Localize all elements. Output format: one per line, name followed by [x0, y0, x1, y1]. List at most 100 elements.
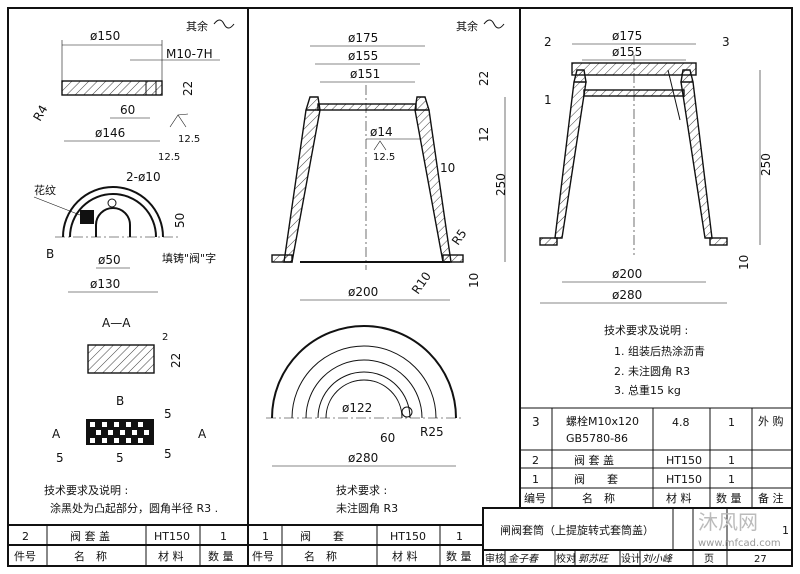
drawing-line [373, 140, 387, 151]
drawing-text: 数 量 [208, 550, 234, 563]
dim-5b: 5 [116, 451, 124, 465]
dim-h22-mid: 22 [477, 71, 491, 86]
drawing-line [33, 196, 81, 216]
dim-d14: ø14 [370, 125, 393, 139]
left-notes-line1: 涂黑处为凸起部分，圆角半径 R3 . [50, 501, 218, 515]
drawing-line [108, 430, 113, 435]
drawing-line [126, 422, 131, 427]
detail-b: B A A 5 5 5 5 [52, 394, 207, 465]
drawing-line [96, 430, 101, 435]
drawing-text: 材 料 [158, 549, 184, 563]
drawing-line [90, 438, 95, 443]
dim-d50: ø50 [98, 253, 121, 267]
dim-h250: 250 [494, 173, 508, 196]
drawing-line [95, 207, 131, 237]
dim-wall-10: 10 [440, 161, 455, 175]
drawing-line [126, 438, 131, 443]
section-mark-a-right: A [198, 427, 207, 441]
drawing-line [539, 237, 558, 246]
dim-h10-asm: 10 [737, 255, 751, 270]
drawing-text: 页 [704, 553, 714, 565]
drawing-text: 件号 [14, 550, 36, 563]
drawing-line [87, 344, 155, 374]
drawing-text: 名 称 [304, 549, 337, 563]
drawing-text: 4.8 [672, 416, 690, 429]
sheet-border [7, 7, 793, 567]
sheet-number: 1 [782, 524, 789, 537]
drawing-line [401, 406, 413, 418]
dim-l60-mid: 60 [380, 431, 395, 445]
dim-r10: R10 [409, 269, 434, 296]
drawing-text: 校对 [556, 552, 576, 565]
assembly-view: ø175 ø155 2 3 1 250 10 ø200 ø280 [539, 29, 773, 304]
drawing-line [107, 198, 117, 208]
drawing-line [283, 96, 321, 263]
drawing-line [102, 438, 107, 443]
drawing-line [90, 422, 149, 443]
drawing-line [271, 254, 293, 263]
cover-plan-view: 12.5 2-ø10 花纹 50 B 填铸"阀"字 ø50 ø130 [33, 152, 216, 293]
drawing-text: 外 购 [758, 414, 784, 428]
drawing-line [504, 508, 728, 566]
section-a-a: A—A 2 22 [87, 316, 183, 374]
drawing-title: 闸阀套筒（上提旋转式套筒盖） [500, 523, 654, 537]
mid-notes-line1: 未注圆角 R3 [336, 501, 398, 515]
dim-h22: 22 [181, 81, 195, 96]
dim-d130: ø130 [90, 277, 120, 291]
drawing-line [317, 371, 411, 419]
dim-d2: 2 [162, 332, 168, 343]
drawing-line [114, 422, 119, 427]
detail-b-title: B [116, 394, 124, 408]
drawing-text: 材 料 [392, 549, 418, 563]
drawing-line [271, 325, 457, 419]
callout-2: 2 [544, 35, 552, 49]
dim-h12: 12 [477, 127, 491, 142]
dim-d280: ø280 [348, 451, 378, 465]
drawing-line [8, 524, 248, 546]
dim-r25: R25 [420, 425, 444, 439]
right-notes-item: 2. 未注圆角 R3 [614, 364, 690, 378]
drawing-line [169, 113, 189, 128]
drawing-text: HT150 [666, 454, 702, 467]
drawing-text: 名 称 [74, 549, 107, 563]
section-mark-a-left: A [52, 427, 61, 441]
roughness-12-5b: 12.5 [158, 152, 180, 163]
drawing-text: 设计 [621, 552, 641, 565]
dim-d280-asm: ø280 [612, 288, 642, 302]
drawing-line [482, 507, 793, 567]
watermark: 沐风网 www.mfcad.com [698, 510, 781, 549]
dim-d146: ø146 [95, 126, 125, 140]
drawing-line [132, 430, 137, 435]
drawing-text: 备 注 [758, 491, 784, 505]
drawing-line [138, 438, 143, 443]
dim-d200: ø200 [348, 285, 378, 299]
drawing-line [114, 438, 119, 443]
right-notes-item: 3. 总重15 kg [614, 383, 681, 397]
dim-d200-asm: ø200 [612, 267, 642, 281]
drawing-text: HT150 [154, 530, 190, 543]
drawing-line [520, 407, 792, 489]
drawing-line [281, 525, 441, 566]
drawing-text: 1 [262, 530, 269, 543]
dim-d22: 22 [169, 353, 183, 368]
watermark-text: 沐风网 [698, 510, 758, 534]
sleeve-section-view: 其余 ø175 ø155 ø151 22 12 ø14 12.5 10 250 … [271, 19, 508, 301]
drawing-text: 1 [220, 530, 227, 543]
drawing-line [325, 379, 403, 419]
label-pattern: 花纹 [34, 183, 56, 197]
drawing-text: 1 [456, 530, 463, 543]
drawing-line [90, 422, 95, 427]
drawing-line [138, 422, 143, 427]
callout-3: 3 [722, 35, 730, 49]
drawing-line [667, 69, 681, 121]
page-number: 27 [754, 554, 767, 565]
dim-thread: M10-7H [166, 47, 213, 61]
drawing-text: 数 量 [716, 492, 742, 505]
roughness-symbol-icon [213, 19, 235, 29]
checker-signature: 郭苏旺 [578, 553, 610, 565]
drawing-text: 螺栓M10x120 [566, 414, 639, 428]
table-row: 3 螺栓M10x120 GB5780-86 4.8 1 外 购 [532, 414, 784, 445]
drawing-text: 阀 套 [300, 529, 344, 543]
drawing-line [248, 524, 483, 546]
